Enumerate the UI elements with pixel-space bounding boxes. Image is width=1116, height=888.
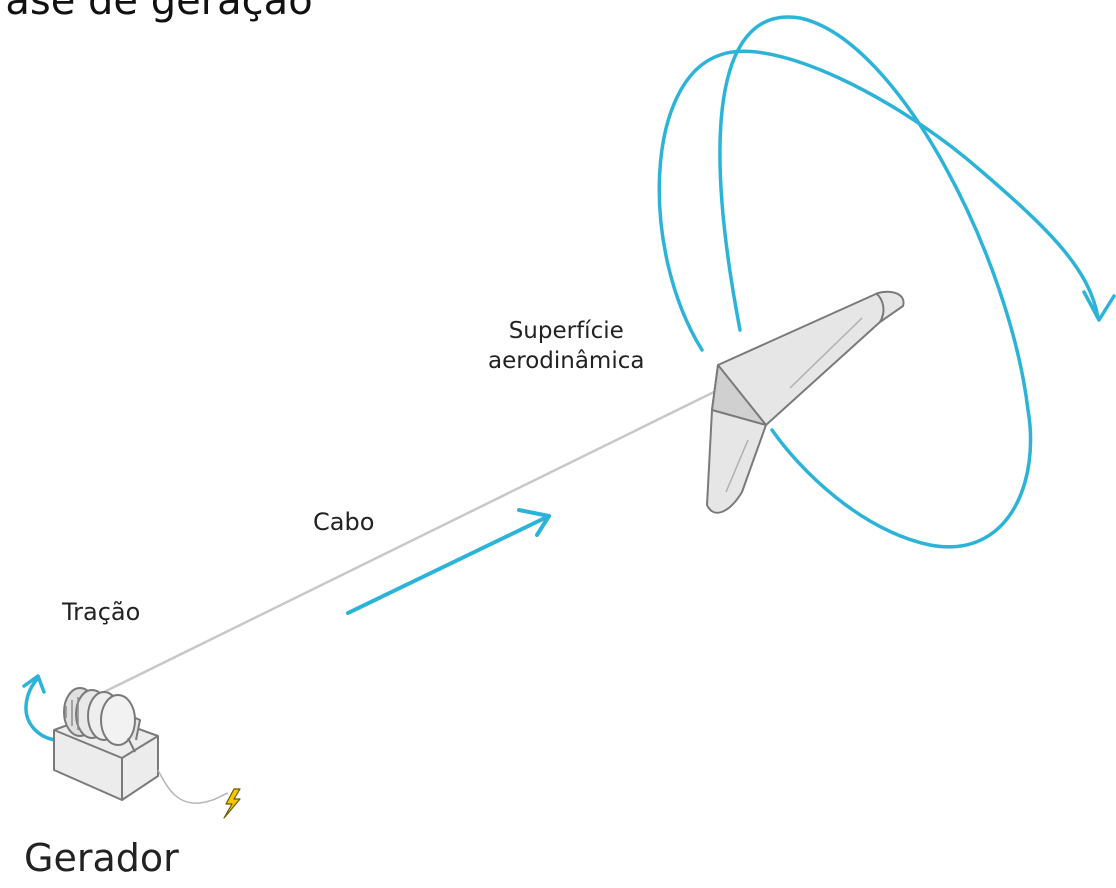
diagram-title: Fase de geração [0,0,313,24]
winch-drum-icon [53,687,229,804]
surface-label-line2: aerodinâmica [488,348,645,374]
generator-label: Gerador [24,836,179,880]
tether-cable [103,388,719,694]
pull-direction-arrow [346,508,551,615]
kite-wing-icon [706,290,905,514]
flight-loop-arrow [657,15,1116,549]
traction-label: Tração [62,598,141,626]
surface-label-line1: Superfície [508,318,624,344]
aerodynamic-surface-label: Superfície aerodinâmica [488,316,644,376]
rotation-arrow [22,674,58,742]
cable-label: Cabo [313,508,375,536]
lightning-bolt-icon [223,788,241,819]
